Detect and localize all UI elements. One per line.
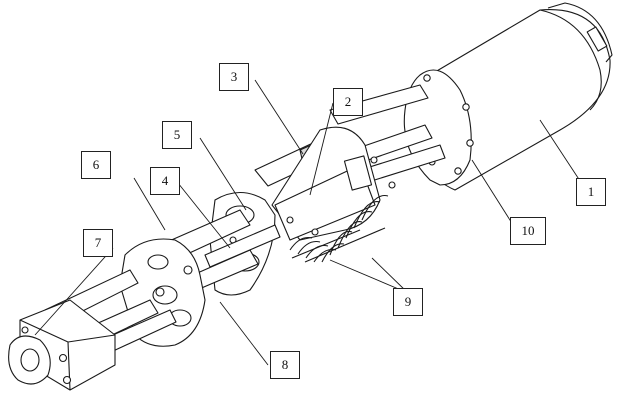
callout-3: 3: [219, 63, 249, 91]
callout-10: 10: [510, 217, 546, 245]
callout-9: 9: [393, 288, 423, 316]
callout-1: 1: [576, 178, 606, 206]
callout-7: 7: [83, 229, 113, 257]
callout-2: 2: [333, 88, 363, 116]
leader-lines: [34, 79, 587, 366]
callout-5: 5: [162, 121, 192, 149]
spring: [289, 194, 389, 263]
callout-6: 6: [81, 151, 111, 179]
callout-8: 8: [270, 351, 300, 379]
middle-housing: [271, 126, 396, 241]
callout-4: 4: [150, 167, 180, 195]
front-clevis: [8, 299, 116, 391]
